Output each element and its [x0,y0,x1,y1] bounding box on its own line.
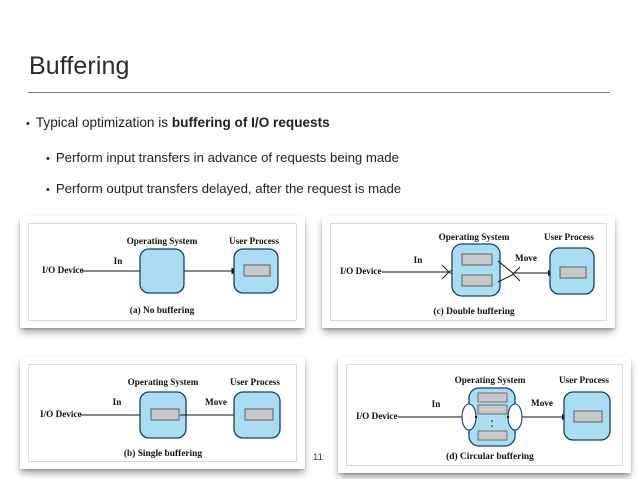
buffer-rect [477,392,508,403]
os-box [139,248,185,294]
move-arrow-label: Move [531,398,553,408]
figure-card-no-buffering: Operating System User Process I/O Device… [20,216,305,328]
bullet-glyph: • [26,118,30,130]
bullet-text-bold: buffering of I/O requests [171,115,330,130]
bullet-glyph: • [46,184,50,196]
os-box [451,243,501,297]
bullet-level2-output: • Perform output transfers delayed, afte… [46,181,401,196]
circular-port-right [507,403,523,431]
os-label: Operating System [455,375,526,385]
diagram-single-buffering: Operating System User Process I/O Device… [20,357,305,469]
vertical-ellipsis-dot [491,420,493,422]
figure-caption: (b) Single buffering [124,448,202,459]
io-device-label: I/O Device [40,409,82,419]
figure-caption: (c) Double buffering [433,306,515,317]
buffer-rect [150,408,180,421]
os-label: Operating System [127,236,198,246]
move-arrow-label: Move [515,253,537,263]
buffer-rect [461,253,493,266]
os-label: Operating System [128,377,199,387]
circular-port-left [461,403,477,431]
move-arrow-label: Move [205,397,227,407]
figure-caption: (a) No buffering [130,305,195,316]
bullet-text: Perform output transfers delayed, after … [55,181,402,196]
figure-caption: (d) Circular buffering [446,451,534,462]
user-process-label: User Process [229,236,279,246]
vertical-ellipsis-dot [491,425,493,427]
page-title: Buffering [29,52,130,80]
figure-card-circular-buffering: Operating System User Process I/O Device… [338,357,631,473]
os-label: Operating System [439,232,510,242]
buffer-rect [243,264,271,277]
io-device-label: I/O Device [356,411,398,421]
title-divider [28,92,610,93]
buffer-rect [461,274,493,287]
bullet-level2-input: • Perform input transfers in advance of … [46,150,399,165]
user-process-label: User Process [559,375,609,385]
io-device-label: I/O Device [42,265,84,275]
page-number: 11 [313,452,323,463]
diagram-no-buffering: Operating System User Process I/O Device… [20,216,305,328]
bullet-text: Typical optimization is buffering of I/O… [35,115,330,130]
buffer-rect [244,408,274,421]
user-process-label: User Process [230,377,280,387]
bullet-level1: • Typical optimization is buffering of I… [26,115,330,130]
figure-card-single-buffering: Operating System User Process I/O Device… [20,357,305,469]
user-process-label: User Process [544,232,594,242]
bullet-glyph: • [46,153,50,165]
diagram-double-buffering: Operating System User Process I/O Device… [322,216,615,328]
in-arrow-label: In [414,255,423,265]
diagram-circular-buffering: Operating System User Process I/O Device… [338,357,631,473]
buffer-rect [573,410,603,423]
in-arrow-label: In [432,399,441,409]
in-arrow-label: In [113,397,122,407]
io-device-label: I/O Device [340,266,382,276]
junction-dot [474,415,478,419]
junction-dot [506,415,510,419]
figure-card-double-buffering: Operating System User Process I/O Device… [322,216,615,328]
bullet-text: Perform input transfers in advance of re… [55,150,399,165]
buffer-rect [477,430,508,441]
buffer-rect [477,404,508,415]
in-arrow-label: In [114,256,123,266]
buffer-rect [559,266,587,279]
